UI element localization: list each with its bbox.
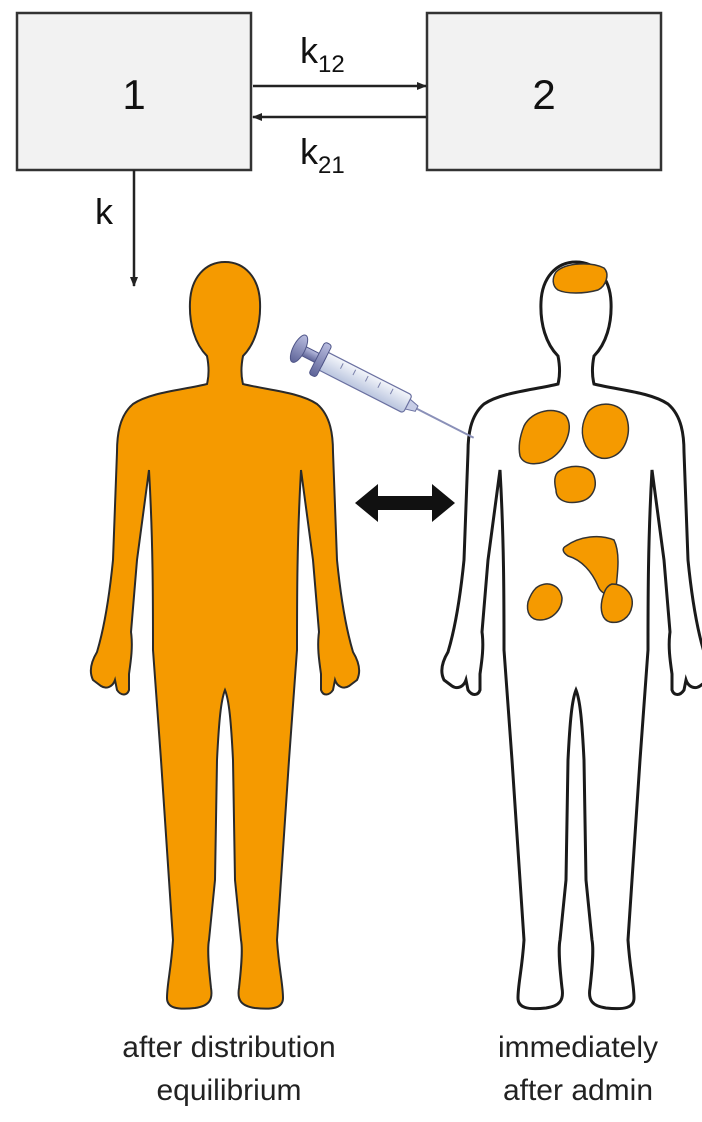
- k21-label: k21: [300, 131, 345, 179]
- caption-right-line2: after admin: [503, 1074, 653, 1107]
- compartment-1-label: 1: [122, 71, 145, 118]
- k12-label: k12: [300, 30, 345, 78]
- brain-organ: [553, 264, 607, 293]
- right-lung-organ: [582, 404, 628, 458]
- elimination-label: k: [95, 191, 114, 232]
- caption-left-line2: equilibrium: [156, 1074, 301, 1107]
- syringe-barrel: [316, 351, 412, 413]
- k21-sub: 21: [318, 152, 345, 179]
- body-after-distribution-silhouette: [91, 262, 359, 1009]
- liver-organ: [555, 466, 596, 502]
- syringe-needle: [415, 408, 474, 438]
- equilibrium-double-arrow: [355, 484, 455, 522]
- caption-left-line1: after distribution: [122, 1031, 335, 1064]
- k12-sub: 12: [318, 51, 345, 78]
- body-immediately-after-admin-silhouette: [442, 262, 702, 1009]
- caption-right-line1: immediately: [498, 1031, 658, 1064]
- compartment-2-label: 2: [532, 71, 555, 118]
- k21-main: k: [300, 131, 319, 172]
- k12-main: k: [300, 30, 319, 71]
